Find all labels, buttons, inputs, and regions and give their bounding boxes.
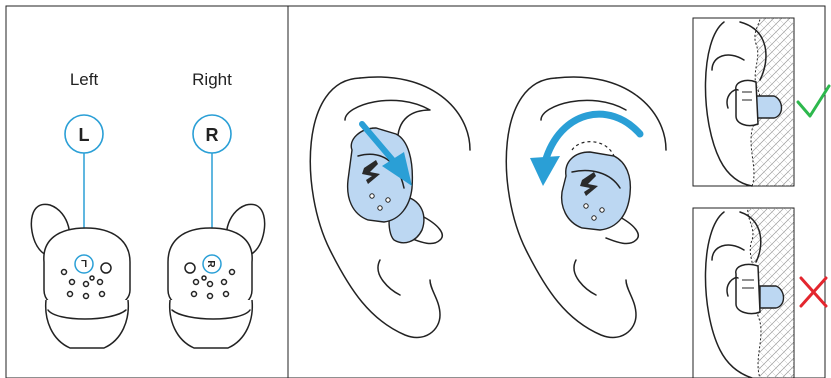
right-earbud-illustration: R <box>168 204 265 348</box>
cross-icon <box>801 278 826 306</box>
right-label: Right <box>192 70 232 89</box>
left-earbud-mark: L <box>81 257 87 268</box>
correct-fit-example <box>693 18 794 186</box>
check-icon <box>798 86 829 116</box>
right-earbud-mark: R <box>205 260 216 268</box>
earbud-inserting <box>348 128 424 243</box>
left-right-panel: Left Right L R L <box>31 70 264 348</box>
rotate-step <box>506 77 666 337</box>
earbud-rotating <box>562 142 631 230</box>
left-badge: L <box>79 125 90 145</box>
incorrect-fit-example <box>693 208 794 378</box>
right-badge: R <box>206 125 219 145</box>
insert-step <box>310 77 470 337</box>
left-earbud-illustration: L <box>31 204 130 348</box>
left-label: Left <box>70 70 99 89</box>
